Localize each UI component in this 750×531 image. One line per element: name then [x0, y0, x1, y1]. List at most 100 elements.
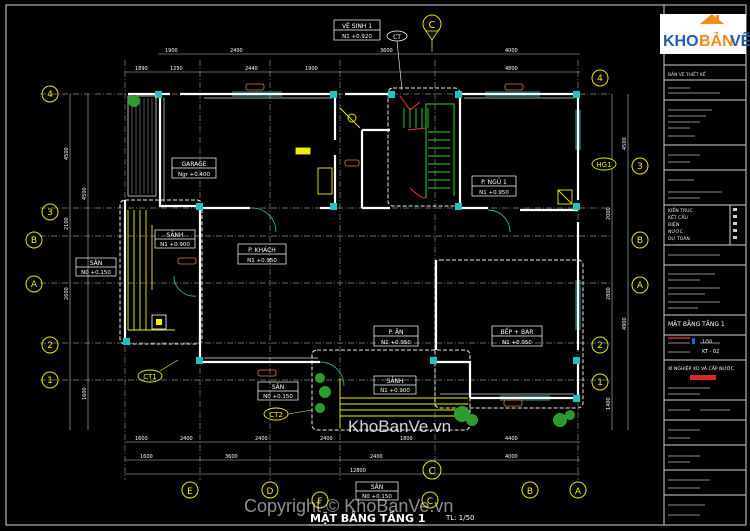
svg-text:2800: 2800 — [606, 287, 612, 300]
plan-outlines — [119, 87, 584, 431]
svg-text:NƯỚC: NƯỚC — [668, 228, 683, 235]
axis-label-left-a: A — [31, 280, 38, 290]
svg-text:N0 +0.150: N0 +0.150 — [362, 494, 392, 500]
svg-text:4400: 4400 — [505, 436, 518, 442]
svg-text:KHO: KHO — [663, 33, 699, 50]
structural-columns — [123, 91, 580, 402]
walls — [123, 92, 580, 400]
svg-text:N0 +0.150: N0 +0.150 — [81, 270, 111, 276]
stair-ct-tag: CT — [386, 30, 408, 91]
axis-label-left-2: 2 — [47, 341, 53, 351]
svg-text:BẢN: BẢN — [699, 31, 734, 50]
svg-text:C: C — [429, 466, 436, 477]
svg-text:2440: 2440 — [245, 66, 258, 72]
svg-text:SÂN: SÂN — [272, 384, 285, 391]
ct2-tag: CT2 — [263, 407, 313, 421]
title-block-scale: 1/50 — [702, 339, 712, 345]
hg1-tag: HG1 — [591, 157, 617, 171]
axis-label-right-2: 2 — [597, 341, 603, 351]
svg-text:4500: 4500 — [64, 147, 70, 160]
svg-text:Ngr +0.400: Ngr +0.400 — [178, 172, 210, 178]
garage-ramp-hatch — [127, 95, 157, 197]
axis-markers-right — [591, 69, 649, 391]
window-tags — [177, 83, 524, 407]
svg-text:2000: 2000 — [606, 207, 612, 220]
title-block-sheet-code: KT - 02 — [702, 349, 719, 355]
porch-steps-left — [127, 210, 175, 331]
svg-text:SÂN: SÂN — [90, 260, 103, 267]
axis-label-right-4: 4 — [597, 74, 603, 84]
svg-text:4800: 4800 — [505, 66, 518, 72]
svg-text:2400: 2400 — [230, 48, 243, 54]
svg-text:N1 +0.950: N1 +0.950 — [247, 258, 277, 264]
svg-text:N0 +0.150: N0 +0.150 — [263, 394, 293, 400]
room-khach: P. KHÁCH N1 +0.950 — [237, 243, 287, 265]
svg-text:2400: 2400 — [320, 436, 333, 442]
axis-label-left-1: 1 — [47, 376, 53, 386]
svg-text:1890: 1890 — [135, 66, 148, 72]
axis-bubble-left-b — [25, 231, 43, 249]
svg-text:N1 +0.950: N1 +0.950 — [479, 190, 509, 196]
axis-markers-bottom — [181, 481, 587, 509]
room-san-left: SÂN N0 +0.150 — [75, 257, 117, 277]
axis-label-right-3: 3 — [637, 162, 643, 172]
svg-text:2400: 2400 — [180, 436, 193, 442]
svg-text:DỰ TOÁN: DỰ TOÁN — [668, 235, 690, 242]
svg-text:1600: 1600 — [82, 387, 88, 400]
bedroom-fixture — [557, 189, 573, 205]
svg-text:3600: 3600 — [380, 48, 393, 54]
svg-text:ĐIỆN: ĐIỆN — [668, 220, 679, 228]
axis-label-bottom-d: D — [267, 487, 274, 497]
svg-text:CT1: CT1 — [143, 373, 157, 381]
svg-text:3600: 3600 — [225, 454, 238, 460]
axis-bubble-left-3 — [41, 203, 59, 221]
axis-bubble-left-4 — [41, 85, 59, 103]
axis-markers-left — [25, 85, 59, 389]
svg-text:1600: 1600 — [140, 454, 153, 460]
svg-text:1900: 1900 — [165, 48, 178, 54]
svg-text:2400: 2400 — [255, 436, 268, 442]
title-block: KIẾN TRÚC KẾT CẤU ĐIỆN NƯỚC DỰ TOÁN BẢN … — [663, 4, 747, 526]
room-garage: GARAGE Ngr +0.400 — [171, 157, 217, 179]
svg-text:CT2: CT2 — [269, 411, 283, 419]
front-steps — [339, 378, 468, 428]
svg-text:1800: 1800 — [400, 436, 413, 442]
axis-label-bottom-b: B — [527, 487, 533, 497]
toilet-fixtures — [295, 107, 361, 195]
svg-text:1400: 1400 — [606, 397, 612, 410]
axis-bubble-left-2 — [41, 336, 59, 354]
svg-text:VẼ: VẼ — [730, 30, 750, 50]
room-sanh-bottom: SẢNH N1 +0.900 — [373, 375, 417, 395]
drawing-title: MẶT BẰNG TẦNG 1 — [310, 510, 426, 525]
svg-text:N1 +0.920: N1 +0.920 — [342, 34, 372, 40]
svg-text:2600: 2600 — [64, 287, 70, 300]
staircase — [399, 95, 455, 199]
svg-text:4900: 4900 — [622, 317, 628, 330]
title-block-company: XÍ NGHIỆP XD VÀ CẤP NƯỚC — [668, 364, 734, 372]
svg-text:KẾT CẤU: KẾT CẤU — [668, 213, 688, 221]
svg-text:VỆ SINH 1: VỆ SINH 1 — [342, 22, 372, 30]
svg-text:N1 +0.950: N1 +0.950 — [502, 340, 532, 346]
khobanve-logo: KHO BẢN VẼ — [660, 14, 750, 54]
room-an: P. ĂN N1 +0.950 — [373, 325, 419, 347]
axis-label-left-4: 4 — [47, 90, 53, 100]
section-marker-top: C — [422, 14, 442, 52]
door-swings — [173, 207, 511, 387]
svg-text:4500: 4500 — [622, 137, 628, 150]
svg-text:C: C — [429, 20, 436, 31]
svg-text:HG1: HG1 — [596, 161, 611, 169]
title-block-project: BẢN VẼ THIẾT KẾ — [668, 70, 706, 78]
room-ngu: P. NGỦ 1 N1 +0.950 — [471, 175, 517, 197]
vegetation — [128, 95, 575, 427]
room-san-bottom: SÂN N0 +0.150 — [257, 381, 299, 401]
room-ve-sinh: VỆ SINH 1 N1 +0.920 — [333, 19, 381, 41]
svg-text:KIẾN TRÚC: KIẾN TRÚC — [668, 206, 693, 214]
axis-label-right-b: B — [637, 236, 643, 246]
svg-text:12800: 12800 — [350, 468, 366, 474]
axis-bubble-left-1 — [41, 371, 59, 389]
drawing-scale: TL: 1/50 — [445, 514, 474, 522]
axis-label-bottom-e: E — [187, 487, 193, 497]
section-marker-bottom: C — [422, 460, 442, 480]
